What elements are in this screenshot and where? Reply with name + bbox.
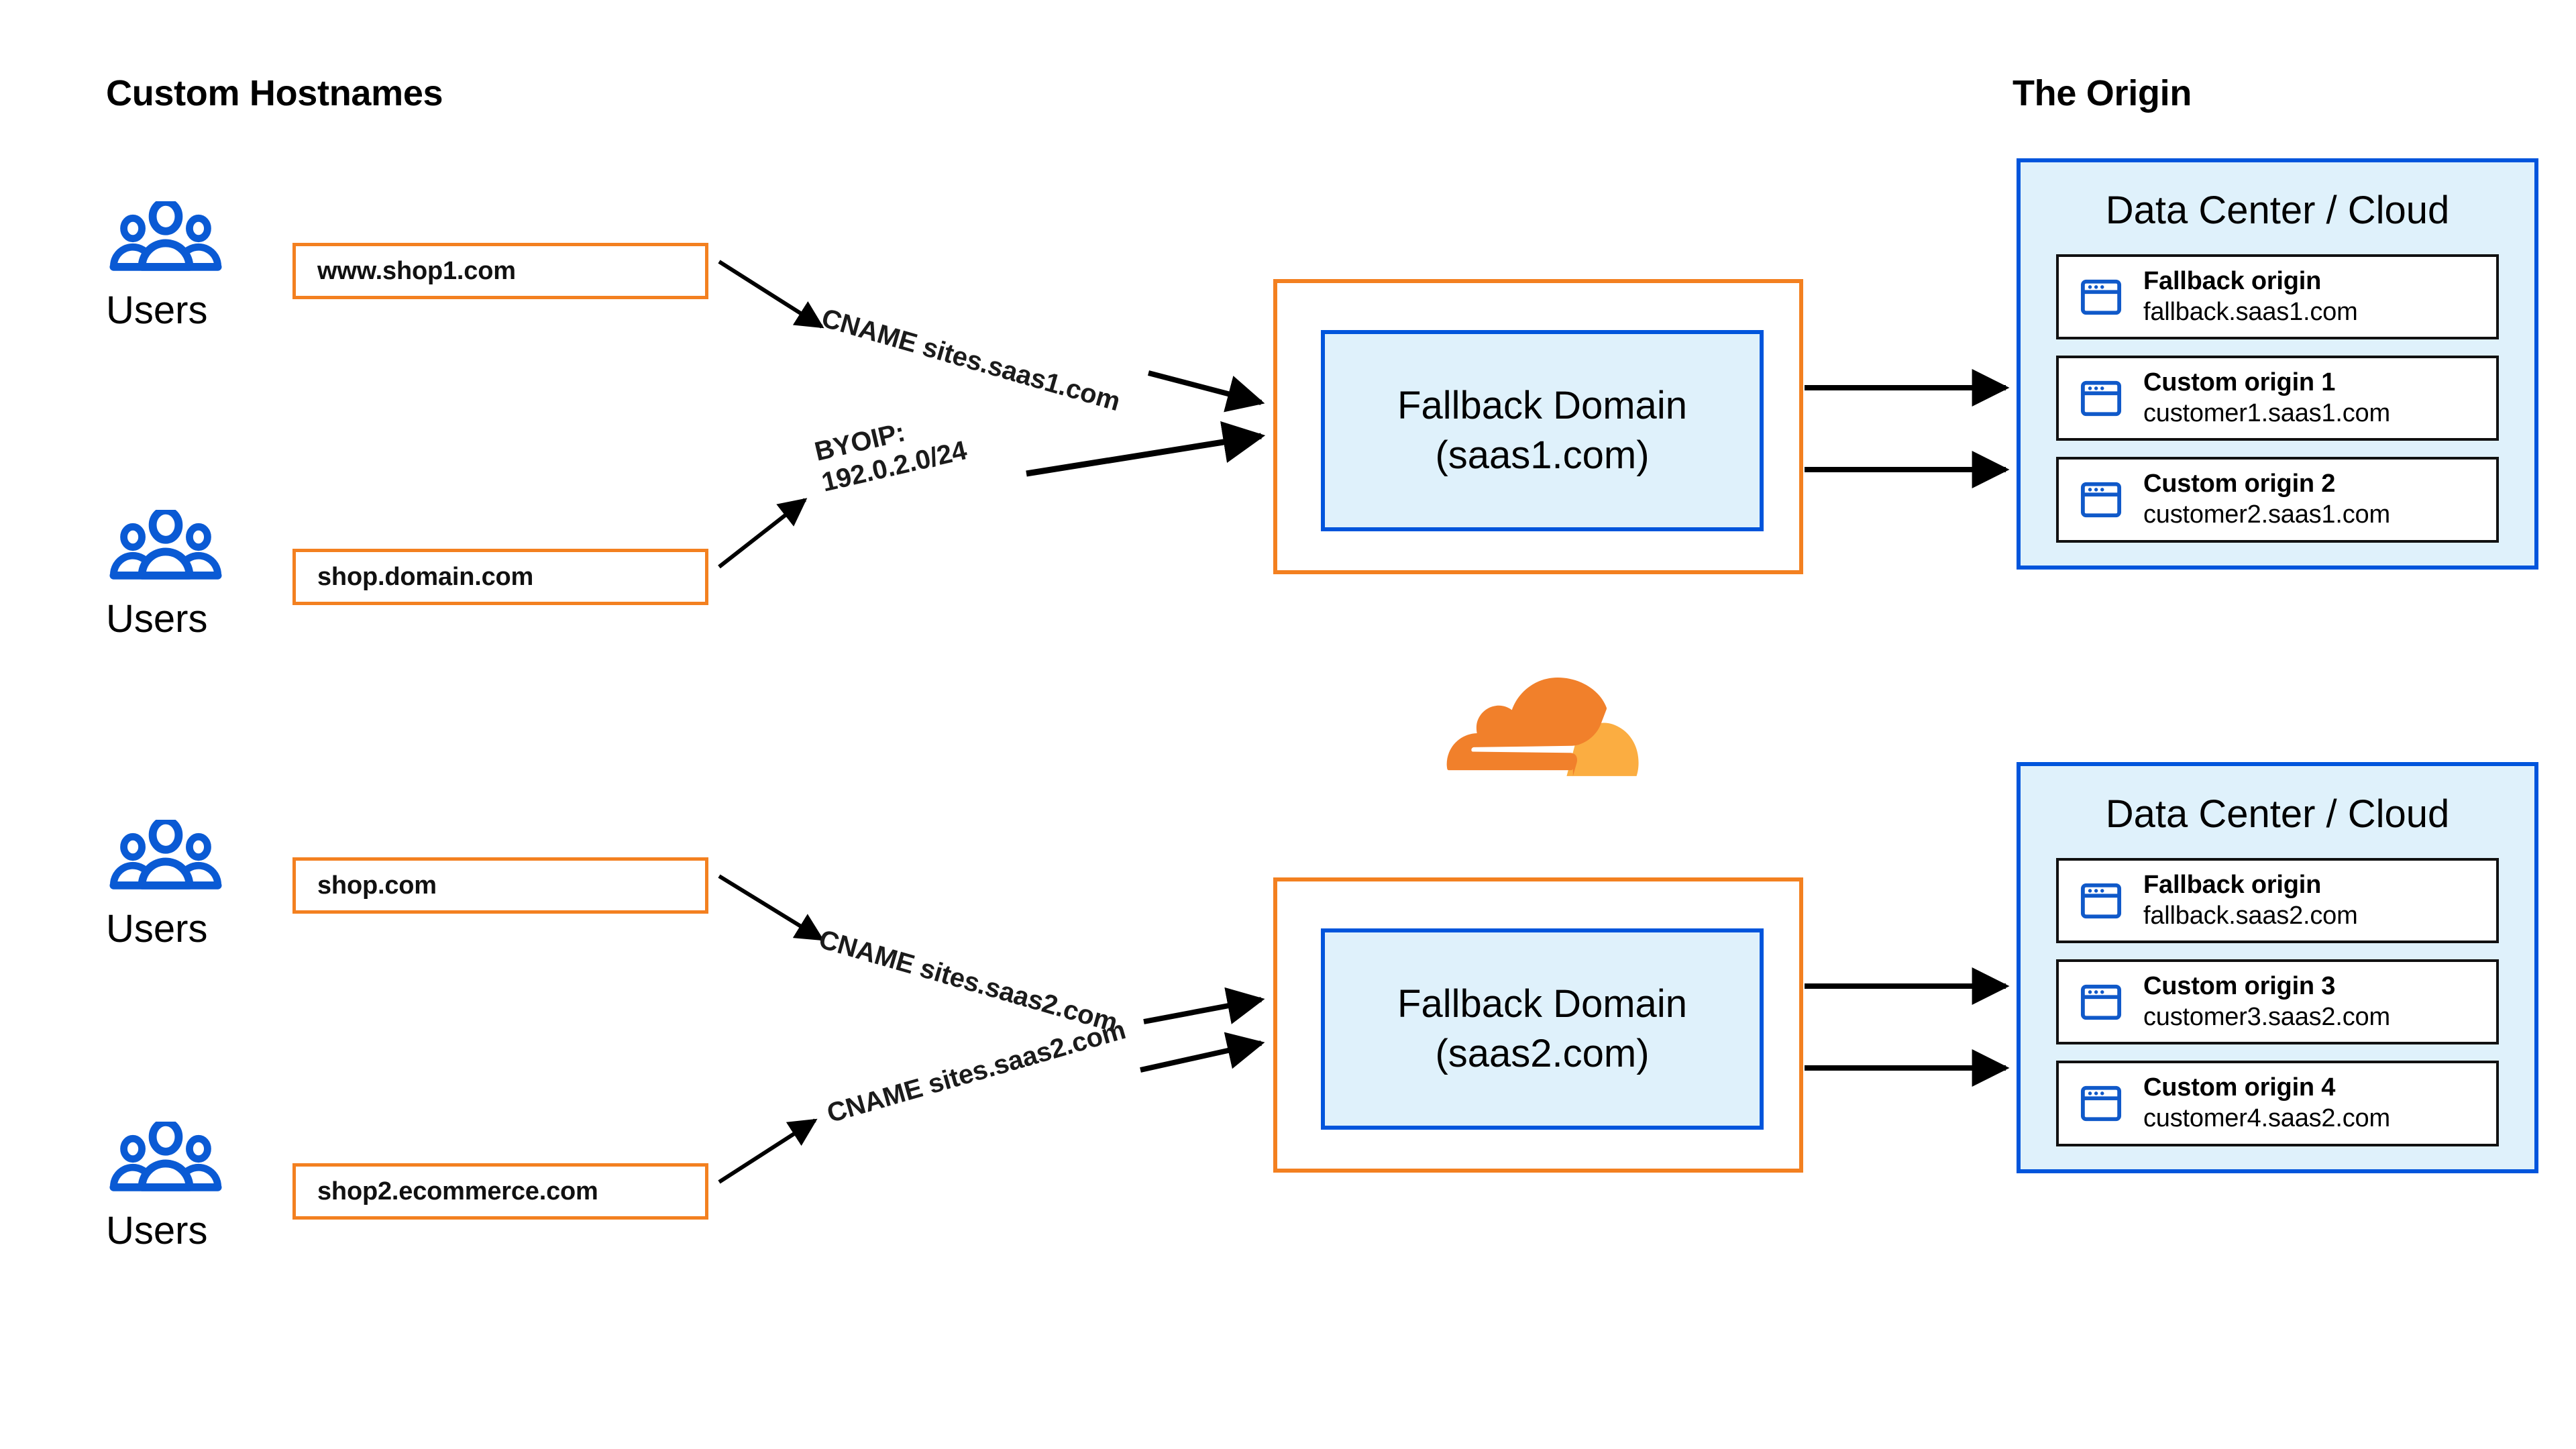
cloudflare-logo-icon (1446, 678, 1639, 776)
origin-text: Custom origin 4 customer4.saas2.com (2143, 1073, 2390, 1134)
fallback-domain-host: (saas1.com) (1435, 433, 1650, 477)
connector-label-cname-saas1: CNAME sites.saas1.com (818, 303, 1124, 417)
origin-text: Custom origin 1 customer1.saas1.com (2143, 368, 2390, 429)
browser-window-icon (2059, 882, 2143, 920)
page-title-custom-hostnames: Custom Hostnames (106, 73, 443, 113)
connector-label-byoip: BYOIP: 192.0.2.0/24 (812, 405, 970, 499)
datacenter-title: Data Center / Cloud (2105, 792, 2450, 836)
connector-label-cname-saas2-a: CNAME sites.saas2.com (816, 924, 1121, 1038)
datacenter-panel-2: Data Center / Cloud Fallback origin fall… (2017, 762, 2538, 1173)
users-group-1: Users (106, 201, 307, 330)
arrow-hostname1-to-fallback1-b (1147, 370, 1265, 413)
arrow-hostname3-to-fallback2 (718, 874, 824, 941)
hostname-box-shop-domain[interactable]: shop.domain.com (292, 549, 708, 605)
users-icon (109, 201, 222, 271)
hostname-box-shop[interactable]: shop.com (292, 857, 708, 914)
connector-label-cname-saas2-b: CNAME sites.saas2.com (824, 1015, 1129, 1129)
browser-window-icon (2059, 983, 2143, 1021)
hostname-label: shop.com (317, 871, 437, 900)
origin-name: Fallback origin (2143, 267, 2322, 295)
origin-card-custom-4[interactable]: Custom origin 4 customer4.saas2.com (2056, 1061, 2499, 1146)
browser-window-icon (2059, 380, 2143, 417)
origin-card-fallback-saas2[interactable]: Fallback origin fallback.saas2.com (2056, 858, 2499, 944)
origin-host: customer3.saas2.com (2143, 1003, 2390, 1032)
fallback-domain-box-saas1[interactable]: Fallback Domain (saas1.com) (1321, 330, 1764, 531)
users-icon (109, 1122, 222, 1191)
users-label: Users (106, 597, 208, 641)
origin-card-custom-1[interactable]: Custom origin 1 customer1.saas1.com (2056, 356, 2499, 441)
browser-window-icon (2059, 1085, 2143, 1122)
fallback-domain-outer-saas2: Fallback Domain (saas2.com) (1273, 877, 1803, 1173)
origin-card-custom-3[interactable]: Custom origin 3 customer3.saas2.com (2056, 959, 2499, 1045)
connector-label-line1: CNAME sites.saas2.com (824, 1015, 1129, 1129)
arrow-hostname3-to-fallback2-b (1143, 987, 1265, 1024)
connector-label-line1: CNAME sites.saas1.com (818, 303, 1124, 417)
arrow-hostname2-to-fallback1 (718, 498, 808, 569)
origin-text: Custom origin 2 customer2.saas1.com (2143, 469, 2390, 530)
datacenter-title: Data Center / Cloud (2105, 189, 2450, 232)
browser-window-icon (2059, 278, 2143, 316)
users-label: Users (106, 907, 208, 951)
origin-text: Fallback origin fallback.saas1.com (2143, 266, 2358, 327)
users-group-2: Users (106, 510, 307, 639)
users-group-4: Users (106, 1122, 307, 1250)
origin-name: Custom origin 3 (2143, 972, 2336, 1001)
origin-name: Custom origin 4 (2143, 1073, 2336, 1102)
origin-card-fallback-saas1[interactable]: Fallback origin fallback.saas1.com (2056, 254, 2499, 340)
origin-name: Fallback origin (2143, 871, 2322, 899)
origin-text: Custom origin 3 customer3.saas2.com (2143, 971, 2390, 1032)
origin-name: Custom origin 1 (2143, 368, 2336, 397)
origin-name: Custom origin 2 (2143, 470, 2336, 498)
hostname-box-shop2-ecommerce[interactable]: shop2.ecommerce.com (292, 1163, 708, 1220)
origin-host: customer1.saas1.com (2143, 399, 2390, 428)
fallback-domain-host: (saas2.com) (1435, 1032, 1650, 1075)
page-title-the-origin: The Origin (2012, 73, 2192, 113)
origin-card-custom-2[interactable]: Custom origin 2 customer2.saas1.com (2056, 457, 2499, 543)
fallback-domain-outer-saas1: Fallback Domain (saas1.com) (1273, 279, 1803, 574)
origin-host: fallback.saas1.com (2143, 297, 2358, 326)
fallback-domain-box-saas2[interactable]: Fallback Domain (saas2.com) (1321, 928, 1764, 1130)
datacenter-panel-1: Data Center / Cloud Fallback origin fall… (2017, 158, 2538, 570)
arrow-hostname4-to-fallback2-b (1140, 1032, 1265, 1073)
users-label: Users (106, 288, 208, 332)
connector-label-line1: CNAME sites.saas2.com (815, 924, 1121, 1038)
users-icon (109, 820, 222, 890)
users-group-3: Users (106, 820, 307, 949)
hostname-label: www.shop1.com (317, 256, 516, 285)
browser-window-icon (2059, 481, 2143, 519)
fallback-domain-title: Fallback Domain (1397, 383, 1687, 427)
users-icon (109, 510, 222, 580)
hostname-box-www-shop1[interactable]: www.shop1.com (292, 243, 708, 299)
origin-host: customer2.saas1.com (2143, 500, 2390, 529)
hostname-label: shop2.ecommerce.com (317, 1177, 598, 1205)
arrow-hostname4-to-fallback2 (718, 1118, 818, 1184)
users-label: Users (106, 1209, 208, 1252)
fallback-domain-title: Fallback Domain (1397, 981, 1687, 1026)
origin-host: fallback.saas2.com (2143, 901, 2358, 930)
arrow-hostname1-to-fallback1 (718, 260, 824, 329)
hostname-label: shop.domain.com (317, 562, 534, 591)
origin-text: Fallback origin fallback.saas2.com (2143, 870, 2358, 931)
arrow-hostname2-to-fallback1-b (1026, 421, 1266, 477)
origin-host: customer4.saas2.com (2143, 1104, 2390, 1133)
